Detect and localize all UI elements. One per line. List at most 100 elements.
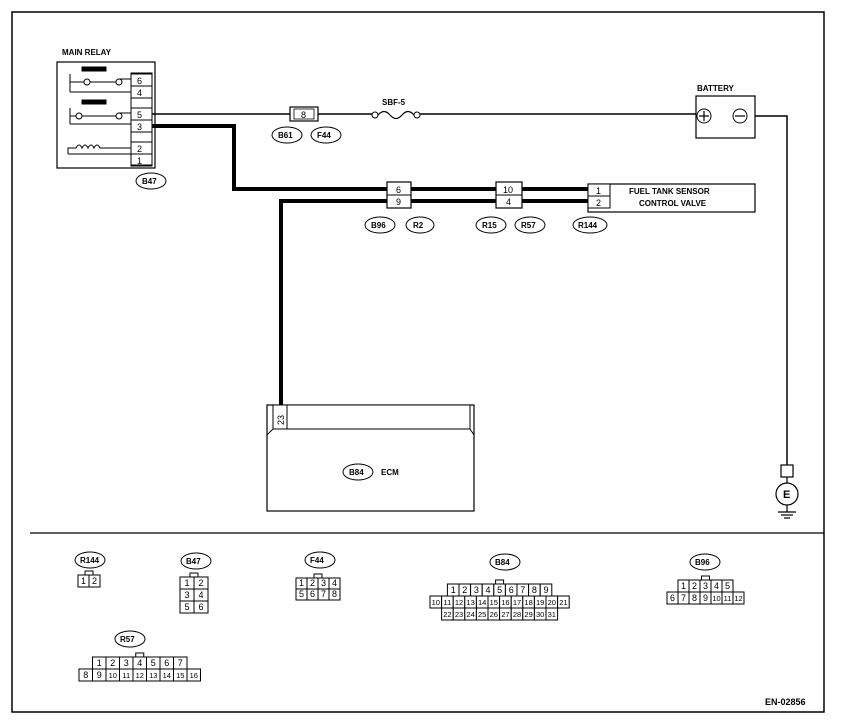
connector-pin: 30 [536,610,544,619]
connector-pin: 12 [734,594,742,603]
connector-view-tag: R144 [80,556,100,565]
connector-pin: 4 [332,578,337,588]
connector-pin: 2 [198,578,203,588]
connector-pin: 1 [184,578,189,588]
connector-pin: 1 [299,578,304,588]
valve-label-line2: CONTROL VALVE [639,199,707,208]
connector-pin: 4 [485,585,490,595]
connector-pin: 15 [176,671,184,680]
main-relay-connector-tag: B47 [142,177,157,186]
junction-pin: 6 [396,185,401,195]
connector-pin-cell [193,600,209,614]
wires [152,113,788,465]
connector-pin: 6 [164,658,169,668]
connector-pin-cell [545,607,559,621]
connector-pin: 3 [184,590,189,600]
connector-pin: 9 [543,585,548,595]
valve-pin: 2 [596,198,601,208]
connector-tag [689,553,721,571]
connector-pin: 3 [703,581,708,591]
connector-pin: 11 [122,671,130,680]
fuel-tank-sensor-control-valve: 1 2 FUEL TANK SENSOR CONTROL VALVE R144 [572,183,756,234]
connector-pin: 8 [692,593,697,603]
connector-pin: 6 [509,585,514,595]
battery-minus-icon [732,108,748,124]
connector-pin: 20 [548,598,556,607]
junction-8: 8 B61 F44 [271,106,342,144]
relay-switch-symbols [67,66,131,155]
connector-pin: 8 [332,589,337,599]
connector-pin: 8 [532,585,537,595]
connector-tag [180,552,212,570]
valve-label-line1: FUEL TANK SENSOR [629,187,710,196]
ecm: 23 B84 ECM [266,404,475,512]
connector-key [84,570,94,576]
valve-pin: 1 [596,186,601,196]
ecm-pin: 23 [276,415,286,425]
connector-pin-cell [732,591,745,605]
connector-pin: 4 [714,581,719,591]
connector-pin-cell [186,668,201,682]
connector-tag [514,216,546,234]
connector-key [701,575,710,581]
fuse-label: SBF-5 [382,98,406,107]
connector-pin: 23 [455,610,463,619]
connector-pin: 6 [198,602,203,612]
junction-tag-r15: R15 [482,221,497,230]
connector-view-tag: F44 [310,556,324,565]
ecm-tag: B84 [349,468,364,477]
junction-tag-b96: B96 [371,221,386,230]
connector-pin: 1 [81,576,86,586]
connector-key [495,579,505,585]
main-relay-pin: 6 [137,76,142,86]
battery-plus-icon [696,108,712,124]
connector-pin: 17 [513,598,521,607]
connector-pin: 4 [198,590,203,600]
connector-pin: 13 [466,598,474,607]
pin-cell [130,153,153,167]
connector-pin: 11 [444,598,452,607]
connector-pin: 28 [513,610,521,619]
connector-pin: 5 [497,585,502,595]
connector-key [135,652,145,658]
connector-pin: 25 [478,610,486,619]
connector-tag [572,216,608,234]
connector-tag [489,553,521,571]
junction-box [289,106,319,122]
connector-view-tag: B47 [186,557,201,566]
connector-pin-cell [557,595,570,609]
connector-tag [114,630,146,648]
connector-pin: 19 [536,598,544,607]
connector-view-tag: R57 [120,635,135,644]
connector-pin: 31 [548,610,556,619]
battery-body [695,95,756,139]
connector-pin: 22 [443,610,451,619]
battery-title: BATTERY [697,84,735,93]
connector-pin: 5 [725,581,730,591]
connector-pin: 9 [97,670,102,680]
main-relay-pin: 4 [137,88,142,98]
connector-pin: 14 [163,671,171,680]
diagram-frame [11,11,825,713]
main-relay-pin: 3 [137,122,142,132]
battery: BATTERY [695,84,756,139]
connector-pin: 3 [474,585,479,595]
connector-pin: 1 [681,581,686,591]
connector-pin: 15 [490,598,498,607]
connector-pin: 13 [149,671,157,680]
connector-pin: 7 [321,589,326,599]
connector-pin: 2 [92,576,97,586]
connector-pin: 14 [478,598,486,607]
ecm-label: ECM [381,468,399,477]
connector-pin: 3 [124,658,129,668]
junction-pin: 8 [301,110,306,120]
connector-tag [405,216,435,234]
connector-tag [271,126,303,144]
connector-pin: 2 [310,578,315,588]
